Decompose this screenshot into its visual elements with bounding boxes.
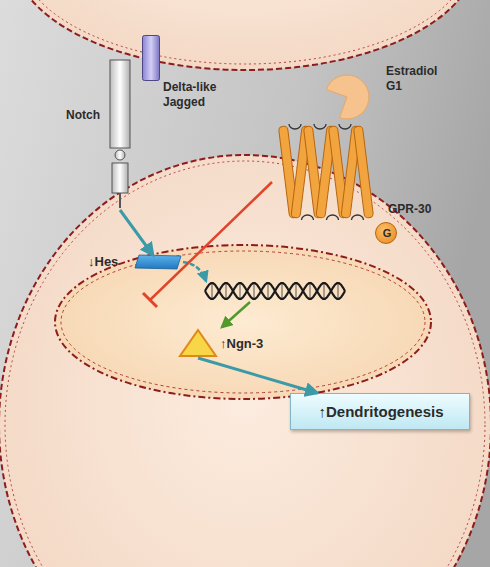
dna-rung	[310, 283, 311, 299]
node-label: Delta-like Jagged	[163, 80, 231, 110]
node-label: ↑Ngn-3	[220, 336, 276, 352]
dna-rung	[338, 283, 339, 299]
node-label: Notch	[66, 108, 108, 123]
dna-rung	[324, 283, 325, 299]
signal-arrow	[198, 358, 317, 393]
dna-rung	[240, 283, 241, 299]
hes-factor: ↓Hes	[86, 252, 186, 274]
signal-arrow	[120, 210, 153, 255]
notch-receptor: Notch	[64, 58, 134, 210]
node-label: GPR-30	[388, 202, 440, 217]
dna-to-ngn-arrow	[222, 302, 250, 327]
dna-rung	[282, 283, 283, 299]
gpr30-receptor-shape	[280, 112, 375, 230]
dna-rung	[268, 283, 269, 299]
nucleus	[55, 245, 431, 399]
notch-receptor-shape	[108, 58, 132, 210]
dna-rung	[226, 283, 227, 299]
nucleus-envelope	[61, 251, 425, 393]
outcome-box: ↑Dendritogenesis	[290, 393, 470, 430]
ngn3-factor: ↑Ngn-3	[176, 328, 276, 360]
dna-rung	[296, 283, 297, 299]
lower-cell-membrane	[5, 161, 485, 567]
gpr30-receptor: GPR-30	[280, 112, 440, 230]
ngn3-factor-shape	[178, 328, 218, 358]
dna-rung	[254, 283, 255, 299]
inhibition-line	[150, 182, 272, 300]
upper-cell	[13, 0, 477, 70]
lower-cell	[0, 155, 490, 567]
inhibition-bar	[143, 293, 157, 307]
hes-factor-shape	[135, 255, 181, 269]
node-label: Estradiol G1	[386, 64, 446, 94]
upper-cell-membrane	[19, 0, 471, 64]
dna-rung	[212, 283, 213, 299]
ligand-delta-jagged-shape	[142, 35, 160, 81]
ligand-delta-jagged: Delta-like Jagged	[140, 32, 232, 112]
node-label: G	[376, 227, 398, 241]
node-label: ↓Hes	[88, 254, 134, 270]
g-protein: G	[375, 222, 397, 244]
dna-helix	[205, 283, 345, 299]
estradiol-ligand-shape	[322, 72, 372, 122]
dna-strand	[205, 283, 345, 299]
dna-strand	[205, 283, 345, 299]
node-label: ↑Dendritogenesis	[291, 403, 471, 422]
estradiol-ligand: Estradiol G1	[320, 62, 452, 124]
